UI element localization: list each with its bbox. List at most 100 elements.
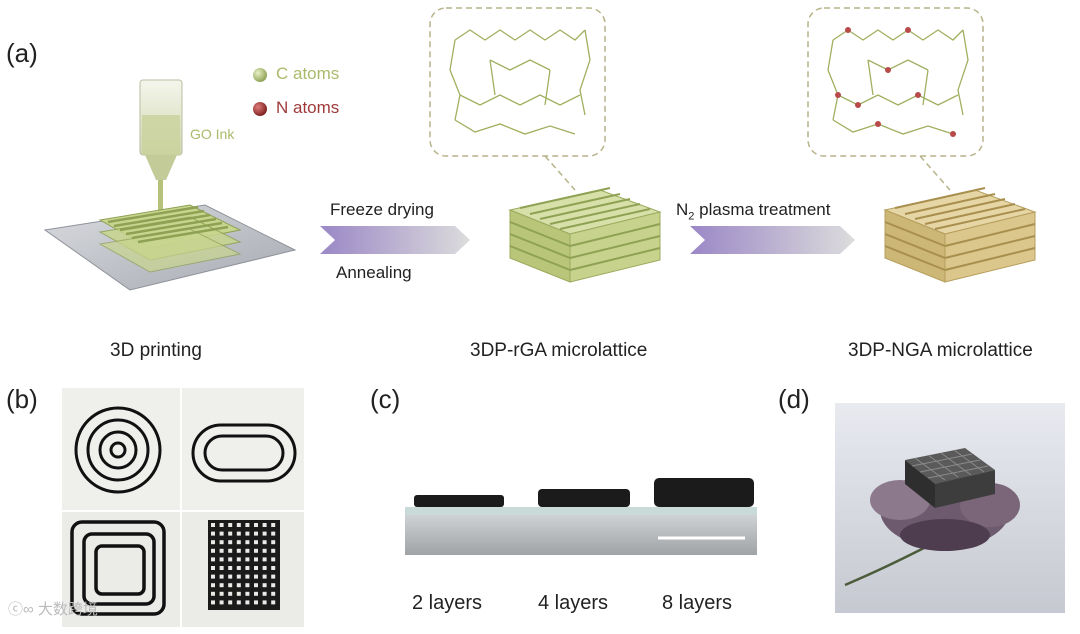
lattice-pore <box>228 557 233 562</box>
spiral-pattern <box>74 406 162 494</box>
lattice-pore <box>254 523 258 527</box>
lattice-pore <box>245 531 250 536</box>
legend-n-atoms: N atoms <box>276 98 340 117</box>
lattice-pore <box>271 600 276 605</box>
arrow-label-annealing: Annealing <box>336 263 412 282</box>
watermark: ⓒ∞ 大数跨境 <box>8 601 98 618</box>
sample-2-layers <box>414 495 504 507</box>
lattice-pore <box>271 574 276 579</box>
lattice-pore <box>254 540 258 545</box>
rga-callout <box>429 7 606 191</box>
sample-8-layers <box>654 478 754 507</box>
lattice-pore <box>211 557 215 562</box>
lattice-pore <box>254 600 258 605</box>
caption-nga: 3DP-NGA microlattice <box>848 340 1033 361</box>
flower-photo <box>835 403 1065 613</box>
lattice-pore <box>236 574 241 579</box>
caption-rga: 3DP-rGA microlattice <box>470 340 648 361</box>
lattice-pore <box>262 583 267 588</box>
lattice-pore <box>271 531 276 536</box>
lattice-pore <box>245 557 250 562</box>
lattice-pore <box>236 523 241 527</box>
n-atom-swatch <box>253 102 267 116</box>
lattice-pore <box>236 591 241 596</box>
nga-lattice-block <box>883 187 1037 283</box>
lattice-pore <box>245 574 250 579</box>
lattice-pore <box>228 540 233 545</box>
lattice-pore <box>254 591 258 596</box>
rga-molecular-structure <box>449 29 591 135</box>
lattice-pore <box>236 583 241 588</box>
layer-label-2: 2 layers <box>412 592 483 614</box>
lattice-pore <box>228 600 233 605</box>
lattice-pore <box>245 591 250 596</box>
watermark-icon: ⓒ∞ <box>8 601 38 618</box>
lattice-pore <box>228 574 233 579</box>
lattice-pore <box>262 531 267 536</box>
lattice-pore <box>211 523 215 527</box>
lattice-pore <box>262 574 267 579</box>
flower-stem <box>844 543 931 587</box>
lattice-pore <box>262 540 267 545</box>
lattice-pore <box>228 591 233 596</box>
lattice-pore <box>211 583 215 588</box>
caption-3d-printing: 3D printing <box>110 340 202 361</box>
lattice-pore <box>211 540 215 545</box>
panel-label-d: (d) <box>778 384 810 414</box>
printing-setup <box>43 79 297 291</box>
lattice-pore <box>271 557 276 562</box>
arrow-plasma-treatment <box>690 226 855 254</box>
lattice-pore <box>262 548 267 553</box>
lattice-pore <box>219 523 224 527</box>
lattice-pore <box>254 583 258 588</box>
nga-molecular-structure <box>827 27 969 137</box>
lattice-pore <box>271 566 276 570</box>
lattice-pore <box>271 523 276 527</box>
lattice-pore <box>211 574 215 579</box>
lattice-pore <box>271 591 276 596</box>
lattice-pore <box>219 600 224 605</box>
lattice-pore <box>245 540 250 545</box>
lattice-pore <box>219 531 224 536</box>
lattice-pore <box>271 540 276 545</box>
square-pattern <box>70 520 166 616</box>
lattice-pore <box>245 523 250 527</box>
lattice-pore <box>254 566 258 570</box>
lattice-pore <box>228 523 233 527</box>
lattice-pore <box>211 600 215 605</box>
lattice-pore <box>236 548 241 553</box>
lattice-pore <box>254 531 258 536</box>
go-ink-label: GO Ink <box>190 126 235 142</box>
syringe-needle <box>158 180 163 212</box>
lattice-pore <box>228 566 233 570</box>
syringe-tip <box>145 155 177 180</box>
lattice-pore <box>236 540 241 545</box>
lattice-pore <box>228 548 233 553</box>
lattice-pore <box>236 557 241 562</box>
lattice-pore <box>245 600 250 605</box>
arrow-freeze-drying <box>320 226 470 254</box>
lattice-pore <box>211 531 215 536</box>
c-atom-swatch <box>253 68 267 82</box>
legend-c-atoms: C atoms <box>276 64 340 83</box>
lattice-pore <box>219 540 224 545</box>
arrow-label-freeze-drying: Freeze drying <box>330 200 434 219</box>
arrow-label-plasma: N2 plasma treatment <box>676 200 831 223</box>
rga-lattice-block <box>508 187 662 283</box>
lattice-pore <box>236 600 241 605</box>
panel-label-c: (c) <box>370 384 401 414</box>
lattice-pore <box>228 531 233 536</box>
lattice-pore <box>236 566 241 570</box>
lattice-pore <box>219 574 224 579</box>
lattice-pore <box>219 548 224 553</box>
lattice-pore <box>262 523 267 527</box>
layered-samples <box>405 478 757 555</box>
lattice-pore <box>254 557 258 562</box>
lattice-pore <box>254 548 258 553</box>
lattice-pore <box>262 591 267 596</box>
lattice-pore <box>211 566 215 570</box>
lattice-pore <box>219 583 224 588</box>
aerogel-block <box>905 448 995 508</box>
lattice-pore <box>271 548 276 553</box>
